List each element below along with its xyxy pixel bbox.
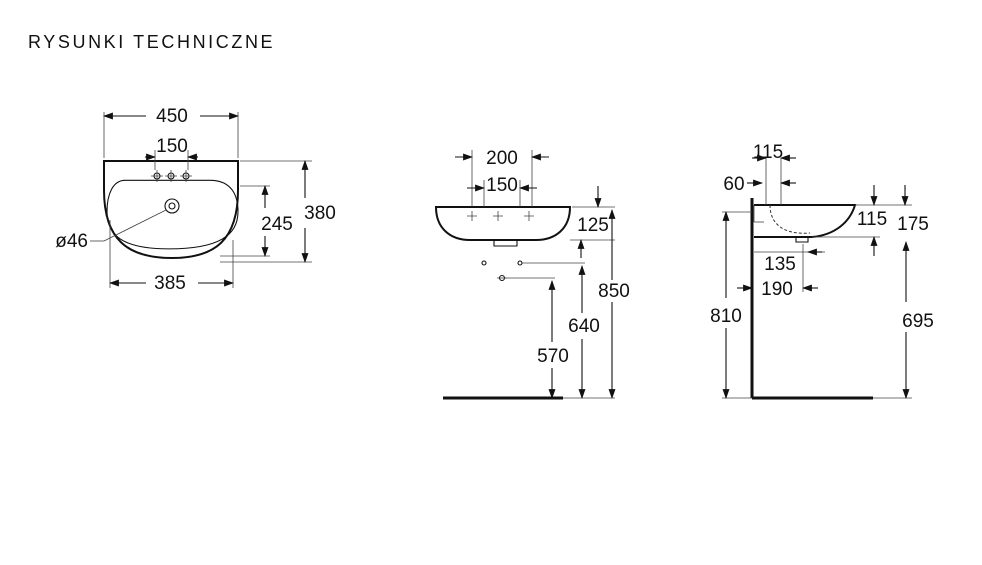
dim-640: 640 (568, 316, 600, 337)
dim-175: 175 (897, 214, 929, 235)
dim-810: 810 (710, 306, 742, 327)
dim-695: 695 (902, 311, 934, 332)
dim-200: 200 (486, 148, 518, 169)
dim-125: 125 (577, 215, 609, 236)
dim-150-top: 150 (156, 136, 188, 157)
top-view-drawing: 450 150 380 245 385 ø46 (55, 106, 336, 294)
dim-150-front: 150 (486, 175, 518, 196)
dim-hole-diameter: ø46 (55, 231, 88, 252)
dim-380: 380 (304, 203, 336, 224)
dim-385: 385 (154, 273, 186, 294)
dim-190: 190 (761, 279, 793, 300)
dim-135: 135 (764, 254, 796, 275)
dim-570: 570 (537, 346, 569, 367)
dim-850: 850 (598, 281, 630, 302)
dim-245: 245 (261, 214, 293, 235)
dim-115-right: 115 (857, 209, 887, 230)
front-view-drawing: 200 150 125 850 640 570 (434, 148, 630, 400)
page-title: RYSUNKI TECHNICZNE (28, 32, 276, 52)
dim-60: 60 (723, 174, 744, 195)
dim-450: 450 (156, 106, 188, 127)
dim-115-top: 115 (753, 142, 783, 163)
side-view-drawing: 115 60 115 175 135 190 810 695 (710, 142, 934, 400)
tap-holes-top (151, 170, 192, 182)
